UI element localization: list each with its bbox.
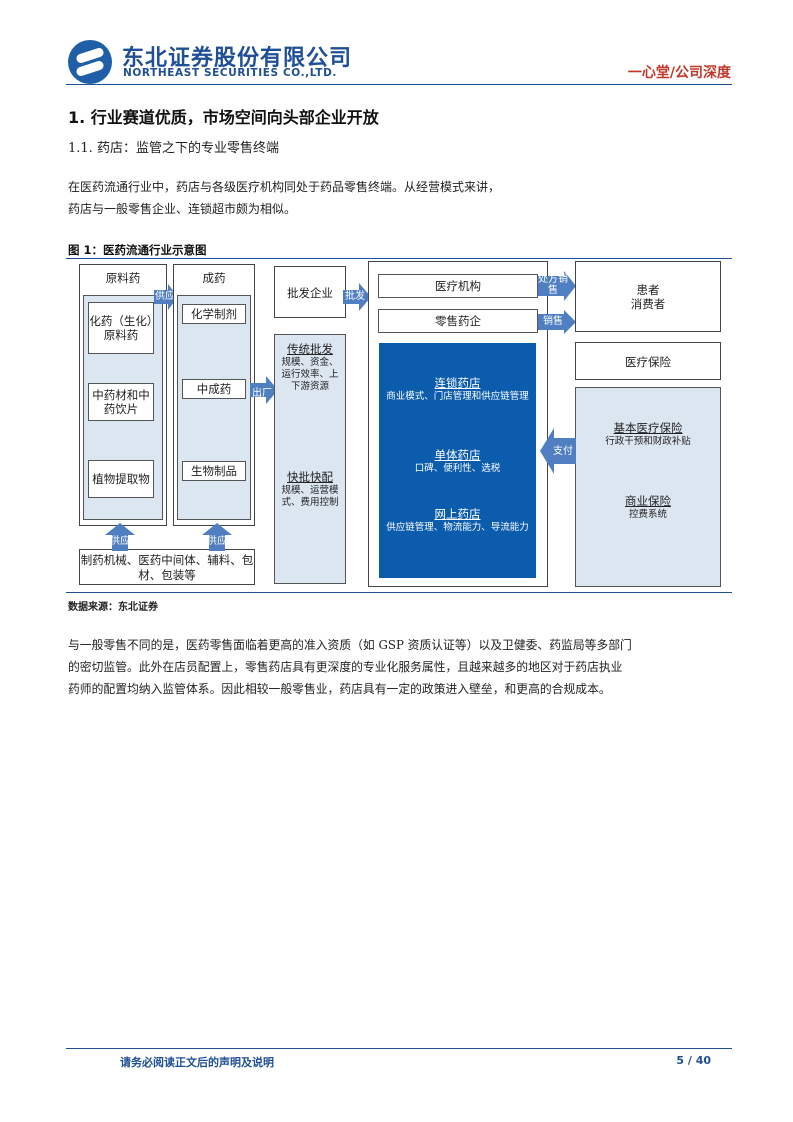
wholesale-company-box: [274, 266, 346, 318]
page-number: 5 / 40: [676, 1054, 711, 1067]
prescription-sale-arrow-label: 处方销售: [538, 274, 568, 296]
consumer-label: 消费者: [630, 297, 666, 311]
finished-item-label: 中成药: [196, 382, 232, 396]
raw-material-title: 原料药: [105, 271, 141, 285]
insurance-types-panel: [575, 387, 721, 587]
factory-out-arrow-icon: [250, 376, 278, 404]
paragraph-1-line-1: 在医药流通行业中，药店与各级医疗机构同处于药品零售终端。从经营模式来讲，: [68, 180, 501, 194]
section-subheading: 1.1. 药店：监管之下的专业零售终端: [68, 141, 279, 156]
finished-item-bio: 生物制品: [182, 461, 246, 481]
supply-arrow-label: 供应: [155, 291, 175, 302]
medical-institution-label: 医疗机构: [435, 279, 481, 293]
fast-distribution-title: 快批快配: [287, 470, 333, 484]
figure-source: 数据来源：东北证券: [68, 602, 158, 613]
wholesale-arrow-icon: [343, 283, 371, 311]
payment-arrow-left-icon: [540, 428, 576, 474]
patient-label: 患者: [636, 283, 660, 297]
raw-material-item-plant: 植物提取物: [88, 460, 154, 498]
chain-pharmacy-desc: 商业模式、门店管理和供应链管理: [386, 391, 529, 402]
figure-bottom-divider: [66, 592, 732, 593]
raw-material-item-label: 中药材和中药饮片: [92, 388, 150, 416]
finished-item-label: 生物制品: [191, 464, 237, 478]
medical-institution-box: 医疗机构: [378, 274, 538, 298]
medical-insurance-label: 医疗保险: [625, 355, 671, 369]
basic-insurance-title: 基本医疗保险: [613, 421, 683, 435]
wholesale-arrow-label: 批发: [345, 291, 365, 302]
chain-pharmacy-title: 连锁药店: [434, 376, 481, 390]
company-name-en: NORTHEAST SECURITIES CO.,LTD.: [123, 67, 337, 79]
footer-divider: [66, 1048, 732, 1049]
single-pharmacy-desc: 口碑、便利性、选税: [414, 463, 501, 474]
prescription-sale-arrow-icon: [538, 271, 576, 301]
pharmacy-types-panel: [379, 343, 536, 578]
fast-distribution-desc: 规模、运营模式、费用控制: [281, 485, 339, 508]
patient-consumer-box: [575, 261, 721, 332]
suppliers-label: 制药机械、医药中间体、辅料、包材、包装等: [80, 553, 254, 582]
supply-arrow-up-icon: [105, 523, 135, 551]
payment-arrow-label: 支付: [553, 446, 573, 457]
finished-item-chemical: 化学制剂: [182, 304, 246, 324]
medical-insurance-box: [575, 342, 721, 380]
retail-pharmacy-box: 零售药企: [378, 309, 538, 333]
paragraph-2-line-3: 药师的配置均纳入监管体系。因此相较一般零售业，药店具有一定的政策进入壁垒，和更高…: [68, 682, 611, 696]
paragraph-1-line-2: 药店与一般零售企业、连锁超市颇为相似。: [68, 202, 297, 216]
supply-up-label-2: 供应: [207, 536, 227, 547]
online-pharmacy-title: 网上药店: [434, 507, 481, 521]
company-name-cn: 东北证券股份有限公司: [122, 46, 353, 71]
raw-material-item-chemical: 化药（生化）原料药: [88, 302, 154, 354]
supply-arrow-up-icon: [202, 523, 232, 551]
finished-drug-panel: [177, 295, 251, 520]
finished-item-label: 化学制剂: [191, 307, 237, 321]
finished-drug-title: 成药: [202, 271, 226, 285]
raw-material-item-label: 植物提取物: [92, 472, 150, 486]
factory-out-arrow-label: 出厂: [252, 388, 272, 399]
traditional-wholesale-desc: 规模、资金、运行效率、上下游资源: [281, 357, 339, 392]
supply-arrow-right-icon: [154, 284, 178, 310]
figure-top-divider: [66, 258, 732, 259]
commercial-insurance-title: 商业保险: [625, 494, 671, 508]
sale-arrow-label: 销售: [543, 316, 563, 327]
header-divider: [66, 84, 732, 85]
wholesale-company-label: 批发企业: [287, 286, 333, 300]
report-type: 一心堂/公司深度: [627, 65, 731, 81]
raw-material-item-tcm: 中药材和中药饮片: [88, 383, 154, 421]
basic-insurance-desc: 行政干预和财政补贴: [605, 436, 691, 447]
sale-arrow-icon: [538, 310, 576, 334]
single-pharmacy-title: 单体药店: [434, 448, 481, 462]
commercial-insurance-desc: 控费系统: [628, 509, 667, 520]
traditional-wholesale-title: 传统批发: [287, 342, 333, 356]
wholesale-types-panel: [274, 334, 346, 584]
online-pharmacy-desc: 供应链管理、物流能力、导流能力: [386, 522, 529, 533]
retail-pharmacy-label: 零售药企: [435, 314, 481, 328]
supply-up-label-1: 供应: [110, 536, 130, 547]
paragraph-2-line-2: 的密切监管。此外在店员配置上，零售药店具有更深度的专业化服务属性，且越来越多的地…: [68, 660, 623, 674]
footer-disclaimer: 请务必阅读正文后的声明及说明: [120, 1056, 274, 1069]
finished-item-tcm: 中成药: [182, 379, 246, 399]
company-logo-icon: [68, 40, 112, 84]
raw-material-item-label: 化药（生化）原料药: [89, 314, 153, 342]
section-heading: 1. 行业赛道优质，市场空间向头部企业开放: [68, 108, 379, 127]
paragraph-2-line-1: 与一般零售不同的是，医药零售面临着更高的准入资质（如 GSP 资质认证等）以及卫…: [68, 638, 632, 652]
suppliers-box: [79, 549, 255, 585]
figure-title: 图 1：医药流通行业示意图: [68, 243, 207, 257]
